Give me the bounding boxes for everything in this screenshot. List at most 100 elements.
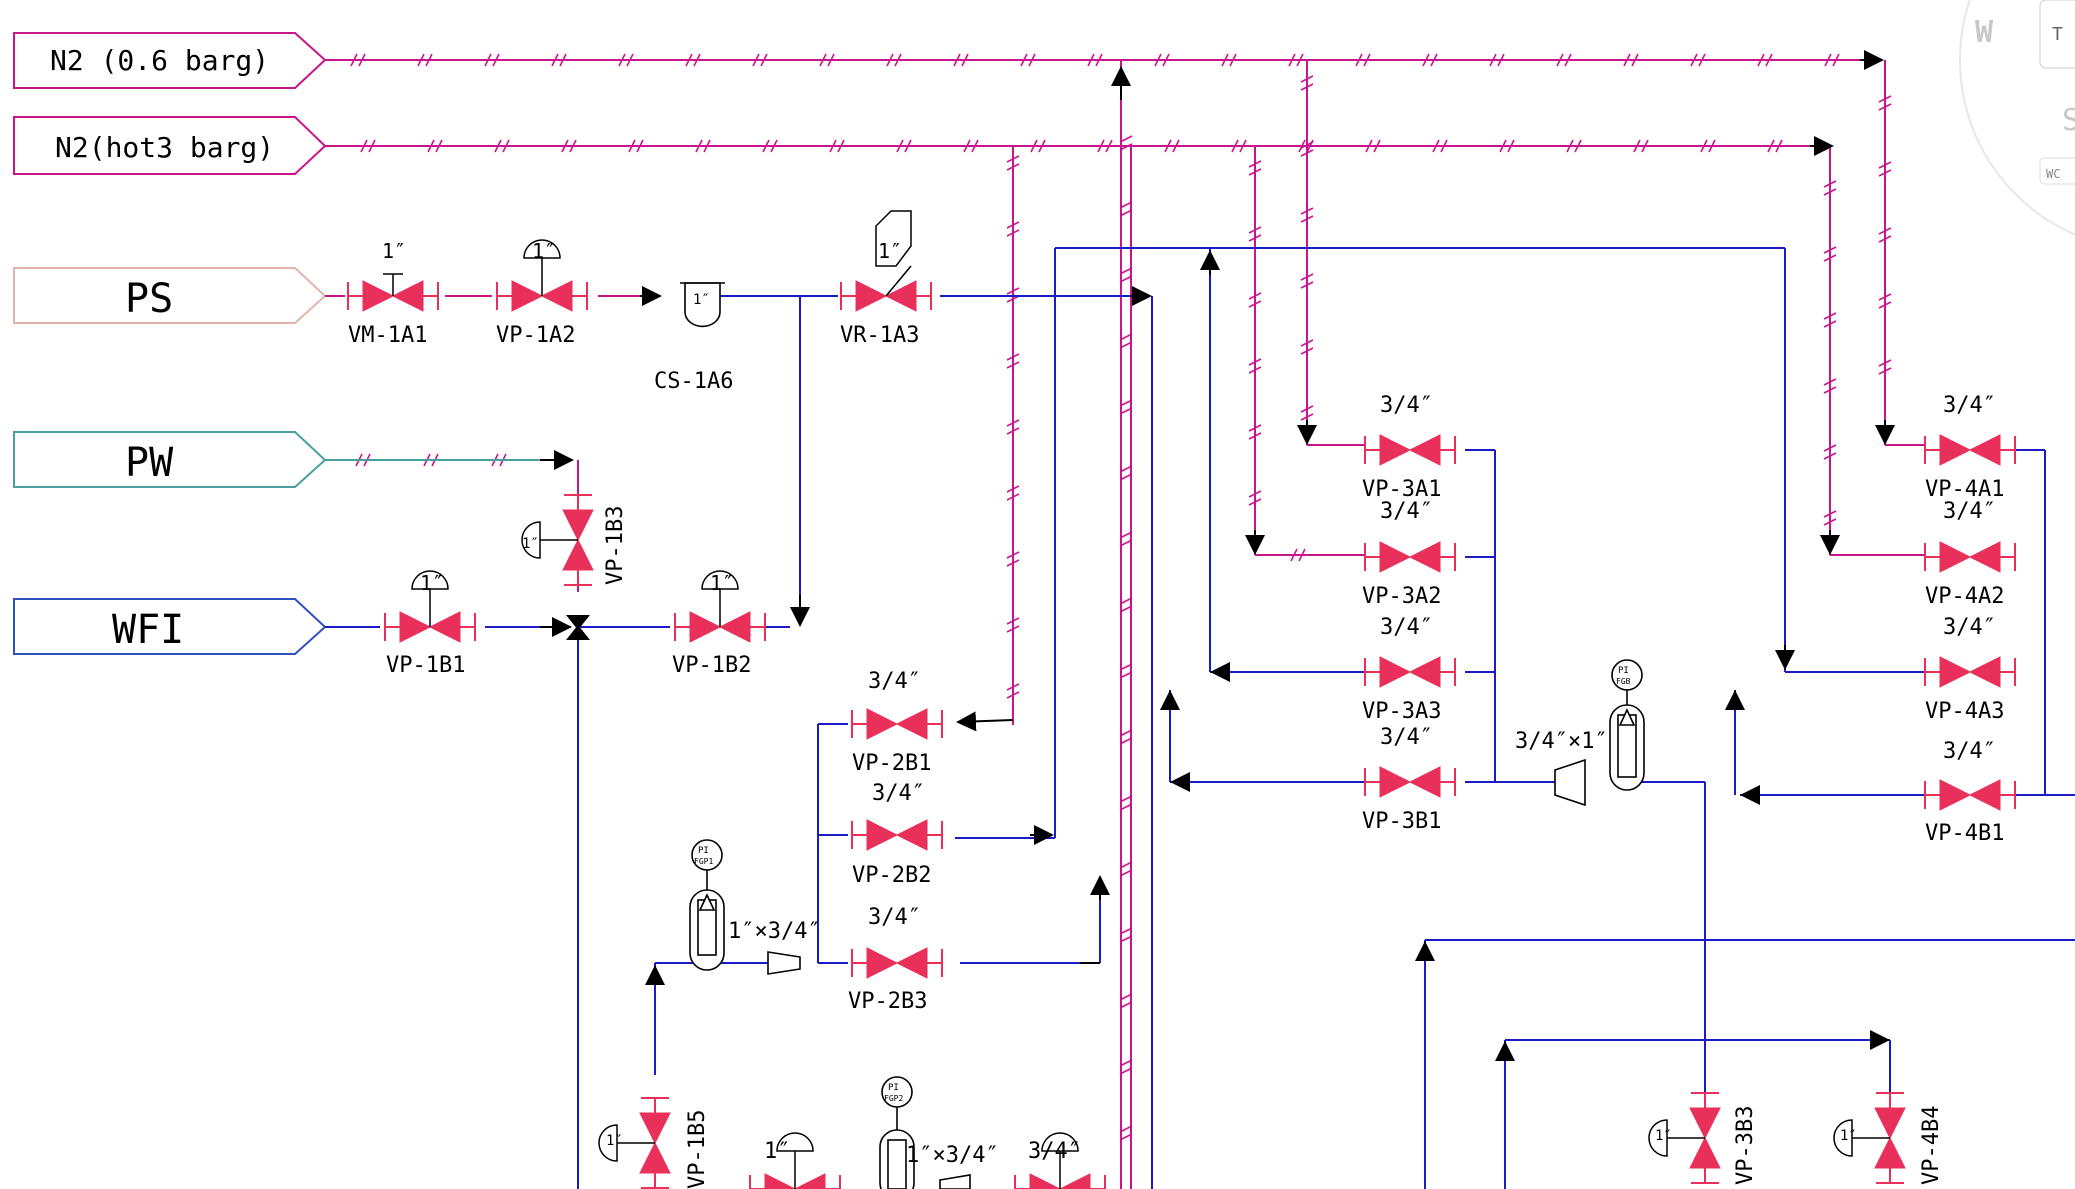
size-vp-2b2: 3/4″: [872, 781, 925, 806]
source-ps[interactable]: PS: [13, 267, 327, 324]
label-vp-4a1: VP-4A1: [1925, 477, 2004, 502]
label-vm-1a1: VM-1A1: [348, 323, 427, 348]
label-vp-1b3: VP-1B3: [603, 506, 628, 585]
label-vp-1b5: VP-1B5: [685, 1110, 710, 1189]
label-vp-4a3: VP-4A3: [1925, 699, 2004, 724]
source-wfi[interactable]: WFI: [13, 598, 327, 655]
source-wfi-label: WFI: [112, 607, 184, 653]
source-n2-06[interactable]: N2 (0.6 barg): [13, 32, 327, 89]
valve-vp-4b1[interactable]: [1924, 779, 2016, 811]
strainer-cs-1a6[interactable]: [680, 282, 725, 328]
size-vp-4a1: 3/4″: [1943, 393, 1996, 418]
valve-bottom-2[interactable]: [1014, 1132, 1106, 1189]
dome-actuator-icon: [523, 239, 561, 259]
size-cs-1a6: 1″: [693, 292, 710, 308]
valve-vp-1b5[interactable]: [598, 1097, 671, 1189]
dome-actuator-icon: [701, 570, 739, 590]
n2-lines: [325, 59, 1925, 1189]
dome-actuator-icon: [776, 1132, 814, 1152]
valve-vr-1a3[interactable]: [840, 210, 932, 312]
valve-vp-2b2[interactable]: [851, 819, 943, 851]
valve-vm-1a1[interactable]: [347, 273, 439, 312]
label-vp-3b3: VP-3B3: [1733, 1106, 1758, 1185]
size-vp-2b3: 3/4″: [868, 905, 921, 930]
size-reducer-3: 1″×3/4″: [906, 1143, 999, 1168]
fgb-label: FGB: [1616, 677, 1631, 686]
source-pw[interactable]: PW: [13, 431, 327, 488]
size-vp-3b3: 1″: [1655, 1128, 1672, 1144]
side-panel-t: T: [2052, 24, 2063, 45]
size-vp-3b1: 3/4″: [1380, 725, 1433, 750]
size-vp-4b4: 1″: [1840, 1128, 1857, 1144]
valve-vp-3b3[interactable]: [1648, 1092, 1721, 1184]
labels: VM-1A1 VP-1A2 VR-1A3 CS-1A6 VP-1B1 VP-1B…: [348, 239, 2004, 1189]
valve-vp-3a1[interactable]: [1364, 434, 1456, 466]
size-vp-1b5: 1″: [606, 1133, 623, 1149]
label-vp-4b1: VP-4B1: [1925, 821, 2004, 846]
valve-vp-4a3[interactable]: [1924, 656, 2016, 688]
label-cs-1a6: CS-1A6: [654, 369, 733, 394]
size-vp-4a3: 3/4″: [1943, 615, 1996, 640]
label-vp-1b1: VP-1B1: [386, 653, 465, 678]
valve-vp-4a2[interactable]: [1924, 541, 2016, 573]
fgp1-label: FGP1: [694, 857, 713, 866]
size-vp-4b1: 3/4″: [1943, 739, 1996, 764]
source-n2-06-label: N2 (0.6 barg): [50, 44, 269, 77]
dome-actuator-icon: [1833, 1119, 1853, 1157]
source-n2-hot[interactable]: N2(hot3 barg): [13, 116, 327, 175]
dome-actuator-icon: [1648, 1119, 1668, 1157]
label-vp-4b4: VP-4B4: [1919, 1106, 1944, 1185]
size-bottom-2: 3/4″: [1028, 1139, 1081, 1164]
reducers: [767, 758, 1586, 1189]
pi-fgb[interactable]: [1609, 659, 1645, 791]
size-vm-1a1: 1″: [382, 239, 406, 263]
label-vp-3a3: VP-3A3: [1362, 699, 1441, 724]
dome-actuator-icon: [411, 570, 449, 590]
valve-vp-3b1[interactable]: [1364, 766, 1456, 798]
valve-vp-1b1[interactable]: [384, 570, 476, 643]
flow-arrows: [540, 50, 1895, 1061]
label-vp-3b1: VP-3B1: [1362, 809, 1441, 834]
size-reducer-2: 3/4″×1″: [1515, 729, 1608, 754]
label-vp-3a2: VP-3A2: [1362, 584, 1441, 609]
size-vp-3a3: 3/4″: [1380, 615, 1433, 640]
valves-layer: [347, 210, 2016, 1189]
pi-label-2: PI: [888, 1083, 899, 1093]
wfi-tee-junction: [566, 615, 590, 640]
label-vp-2b1: VP-2B1: [852, 751, 931, 776]
size-vp-2b1: 3/4″: [868, 669, 921, 694]
label-vp-4a2: VP-4A2: [1925, 584, 2004, 609]
size-vr-1a3: 1″: [878, 239, 902, 263]
source-ps-label: PS: [125, 276, 173, 322]
label-vp-1a2: VP-1A2: [496, 323, 575, 348]
valve-vp-3a3[interactable]: [1364, 656, 1456, 688]
valve-bottom-1[interactable]: [749, 1132, 841, 1189]
pi-fgp2[interactable]: [879, 1076, 915, 1189]
label-vp-1b2: VP-1B2: [672, 653, 751, 678]
pi-fgp1[interactable]: [689, 839, 725, 971]
water-lines: [325, 247, 2075, 1189]
side-panel-wc: WC: [2046, 167, 2060, 181]
label-vp-2b3: VP-2B3: [848, 989, 927, 1014]
size-vp-4a2: 3/4″: [1943, 499, 1996, 524]
valve-vp-1a2[interactable]: [496, 239, 588, 312]
source-pw-label: PW: [125, 440, 174, 486]
valve-vp-1b2[interactable]: [674, 570, 766, 643]
side-panel-w: W: [1975, 15, 1994, 50]
size-bottom-1: 1″: [764, 1139, 791, 1164]
valve-vp-2b1[interactable]: [851, 708, 943, 740]
label-vp-3a1: VP-3A1: [1362, 477, 1441, 502]
valve-vp-2b3[interactable]: [851, 947, 943, 979]
dome-actuator-icon: [1041, 1132, 1079, 1152]
valve-vp-4b4[interactable]: [1833, 1092, 1906, 1184]
size-vp-1b1: 1″: [420, 571, 444, 595]
size-vp-3a1: 3/4″: [1380, 393, 1433, 418]
fgp2-label: FGP2: [884, 1094, 903, 1103]
valve-vp-3a2[interactable]: [1364, 541, 1456, 573]
size-vp-1b2: 1″: [710, 571, 734, 595]
valve-vp-4a1[interactable]: [1924, 434, 2016, 466]
pi-label-3: PI: [1618, 666, 1629, 676]
valve-vp-1b3[interactable]: [521, 494, 594, 586]
dome-actuator-icon: [598, 1124, 618, 1162]
